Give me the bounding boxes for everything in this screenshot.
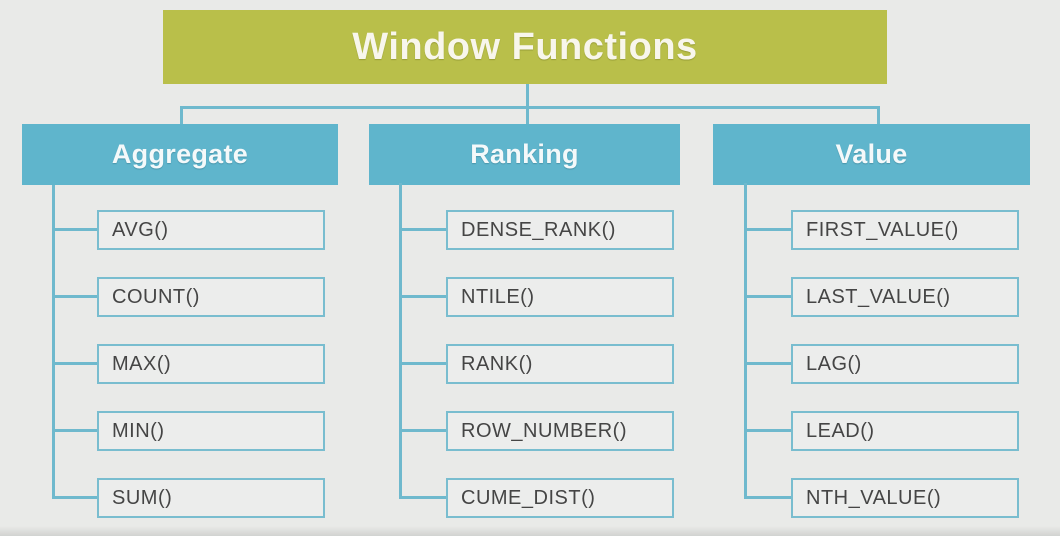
function-box-rank: RANK(): [446, 344, 674, 384]
connector-trunk-ranking: [399, 183, 402, 499]
function-box-count: COUNT(): [97, 277, 325, 317]
function-box-min: MIN(): [97, 411, 325, 451]
connector-stub: [52, 496, 97, 499]
connector-center-drop: [526, 106, 529, 124]
connector-top-bracket: [180, 106, 880, 127]
connector-stub: [399, 362, 446, 365]
function-box-max: MAX(): [97, 344, 325, 384]
function-box-nth-value: NTH_VALUE(): [791, 478, 1019, 518]
category-ranking: Ranking: [369, 124, 680, 185]
function-box-dense-rank: DENSE_RANK(): [446, 210, 674, 250]
connector-stub: [744, 295, 791, 298]
connector-trunk-value: [744, 183, 747, 499]
connector-stub: [399, 429, 446, 432]
connector-stub: [744, 228, 791, 231]
category-aggregate: Aggregate: [22, 124, 338, 185]
function-box-lag: LAG(): [791, 344, 1019, 384]
function-box-cume-dist: CUME_DIST(): [446, 478, 674, 518]
connector-stub: [52, 429, 97, 432]
function-box-row-number: ROW_NUMBER(): [446, 411, 674, 451]
connector-stub: [399, 228, 446, 231]
function-box-ntile: NTILE(): [446, 277, 674, 317]
connector-stub: [744, 362, 791, 365]
connector-stub: [744, 429, 791, 432]
function-box-lead: LEAD(): [791, 411, 1019, 451]
function-box-last-value: LAST_VALUE(): [791, 277, 1019, 317]
function-box-first-value: FIRST_VALUE(): [791, 210, 1019, 250]
connector-trunk-aggregate: [52, 185, 55, 499]
connector-stub: [399, 496, 446, 499]
connector-stub: [399, 295, 446, 298]
function-box-sum: SUM(): [97, 478, 325, 518]
diagram-title: Window Functions: [163, 10, 887, 84]
connector-stub: [52, 228, 97, 231]
connector-title-stem: [526, 84, 529, 108]
function-box-avg: AVG(): [97, 210, 325, 250]
connector-stub: [52, 295, 97, 298]
category-value: Value: [713, 124, 1030, 185]
connector-stub: [744, 496, 791, 499]
connector-stub: [52, 362, 97, 365]
